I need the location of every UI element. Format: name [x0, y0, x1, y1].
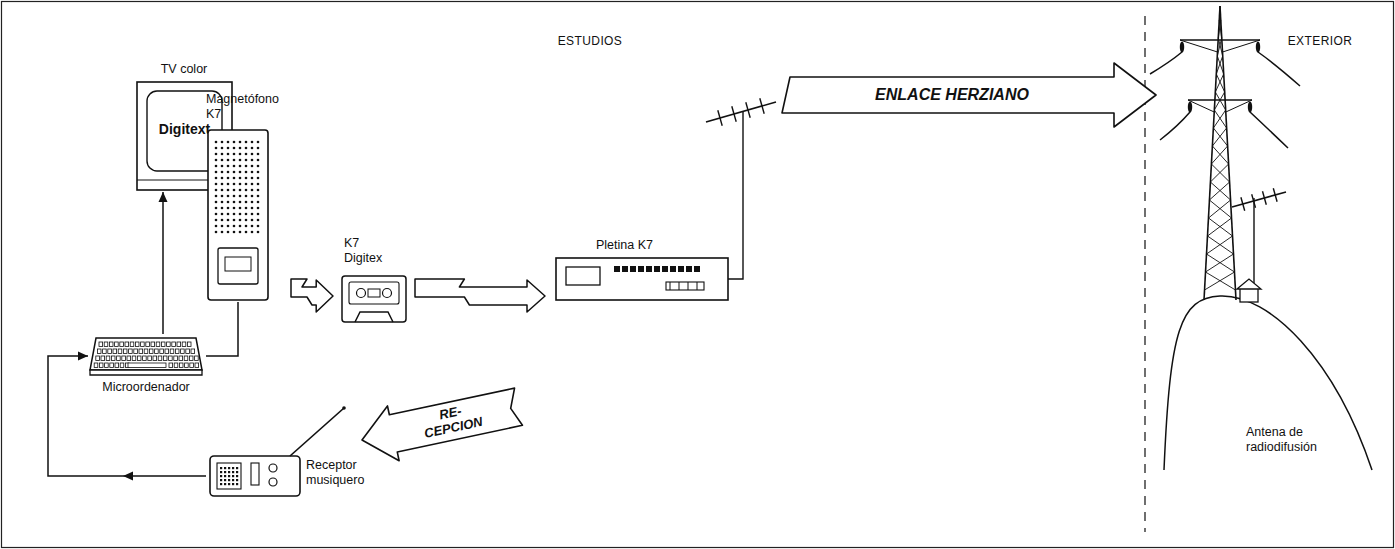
microcomputer: Microordenador — [88, 334, 206, 398]
radio-receiver-drawing — [206, 400, 374, 508]
connector-label: ENLACE HERZIANO — [872, 85, 1032, 104]
broadcast-antenna: Antena de radiodifusión — [1160, 0, 1375, 480]
tape-recorder-drawing — [200, 92, 286, 302]
section-heading: EXTERIOR — [1275, 34, 1365, 48]
device-label: Antena de radiodifusión — [1246, 425, 1350, 455]
tape-deck: Pletina K7 — [548, 60, 776, 305]
connector — [782, 63, 1156, 127]
connector — [48, 352, 206, 481]
device-label: K7 Digitex — [344, 236, 396, 266]
connector — [159, 192, 168, 334]
device-label: Magnetófono K7 — [206, 92, 286, 122]
tape-deck-drawing — [548, 60, 776, 305]
connector — [206, 302, 238, 356]
device-label: Microordenador — [88, 380, 204, 395]
device-label: Pletina K7 — [596, 238, 716, 253]
device-label: Receptor musiquero — [306, 458, 374, 488]
cassette: K7 Digitex — [336, 236, 412, 326]
section-heading: ESTUDIOS — [540, 34, 640, 48]
broadcast-antenna-drawing — [1160, 0, 1375, 480]
device-label: TV color — [128, 62, 240, 77]
radio-receiver: Receptor musiquero — [206, 400, 376, 508]
tape-recorder: Magnetófono K7 — [200, 92, 288, 302]
connector — [415, 279, 545, 312]
connector — [291, 279, 333, 312]
